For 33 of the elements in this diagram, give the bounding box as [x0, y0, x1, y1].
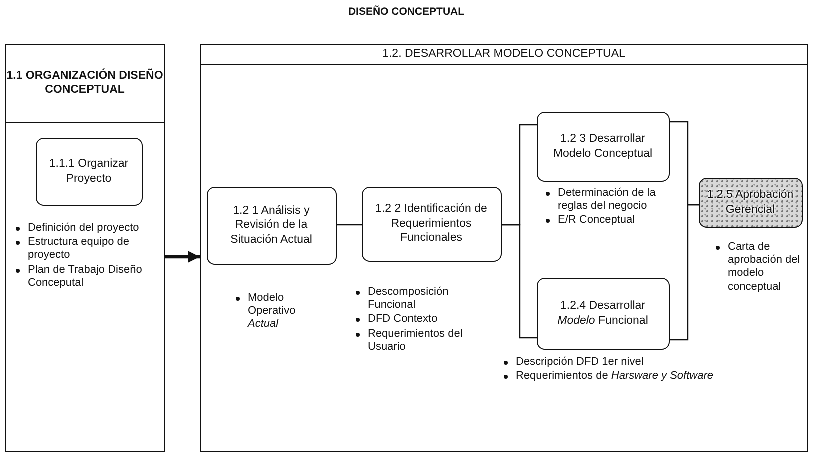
deliverable-item: Plan de Trabajo Diseño Conceputal [28, 264, 142, 289]
connector-line [502, 224, 537, 339]
deliverable-item: Requerimientos de Harsware y Software [516, 370, 714, 382]
process-box [536, 112, 670, 182]
deliverable-item: Modelo Operativo Actual [248, 292, 296, 330]
process-label: 1.2 3 Desarrollar Modelo Conceptual [552, 132, 654, 161]
process-box [36, 138, 142, 206]
deliverable-item: Descripción DFD 1er nivel [516, 356, 644, 368]
process-label: 1.2.5 Aprobación Gerencial [706, 188, 795, 217]
deliverable-item: Descomposición Funcional [368, 286, 449, 312]
connector-line [337, 224, 362, 226]
lane-heading: 1.1 ORGANIZACIÓN DISEÑO CONCEPTUAL [6, 70, 164, 98]
deliverable-item: Definición del proyecto [28, 222, 140, 234]
deliverable-item: Determinación de la reglas del negocio [558, 187, 656, 212]
deliverable-item: Estructura equipo de proyecto [28, 236, 130, 262]
process-label: 1.2 1 Análisis y Revisión de la Situación Actual [230, 204, 314, 248]
lane-heading: 1.2. DESARROLLAR MODELO CONCEPTUAL [382, 48, 626, 62]
swimlane-panel [200, 44, 808, 452]
process-box [362, 186, 502, 262]
process-box [206, 186, 336, 264]
approval-box [698, 178, 802, 228]
deliverable-item: Requerimientos del Usuario [368, 328, 463, 353]
process-label: 1.1.1 Organizar Proyecto [48, 157, 130, 186]
swimlane-panel [5, 44, 165, 452]
deliverable-item: DFD Contexto [368, 313, 438, 326]
deliverable-item: Carta de aprobación del modelo conceptual [728, 241, 800, 293]
arrow [165, 251, 200, 263]
process-label: 1.2 2 Identificación de Requerimientos Funcionales [374, 202, 488, 246]
diagram-title: DISEÑO CONCEPTUAL [347, 6, 466, 18]
process-box [536, 278, 670, 350]
deliverable-item: E/R Conceptual [558, 214, 636, 226]
process-label: 1.2.4 Desarrollar Modelo Funcional [556, 299, 650, 328]
connector-line [670, 204, 699, 341]
